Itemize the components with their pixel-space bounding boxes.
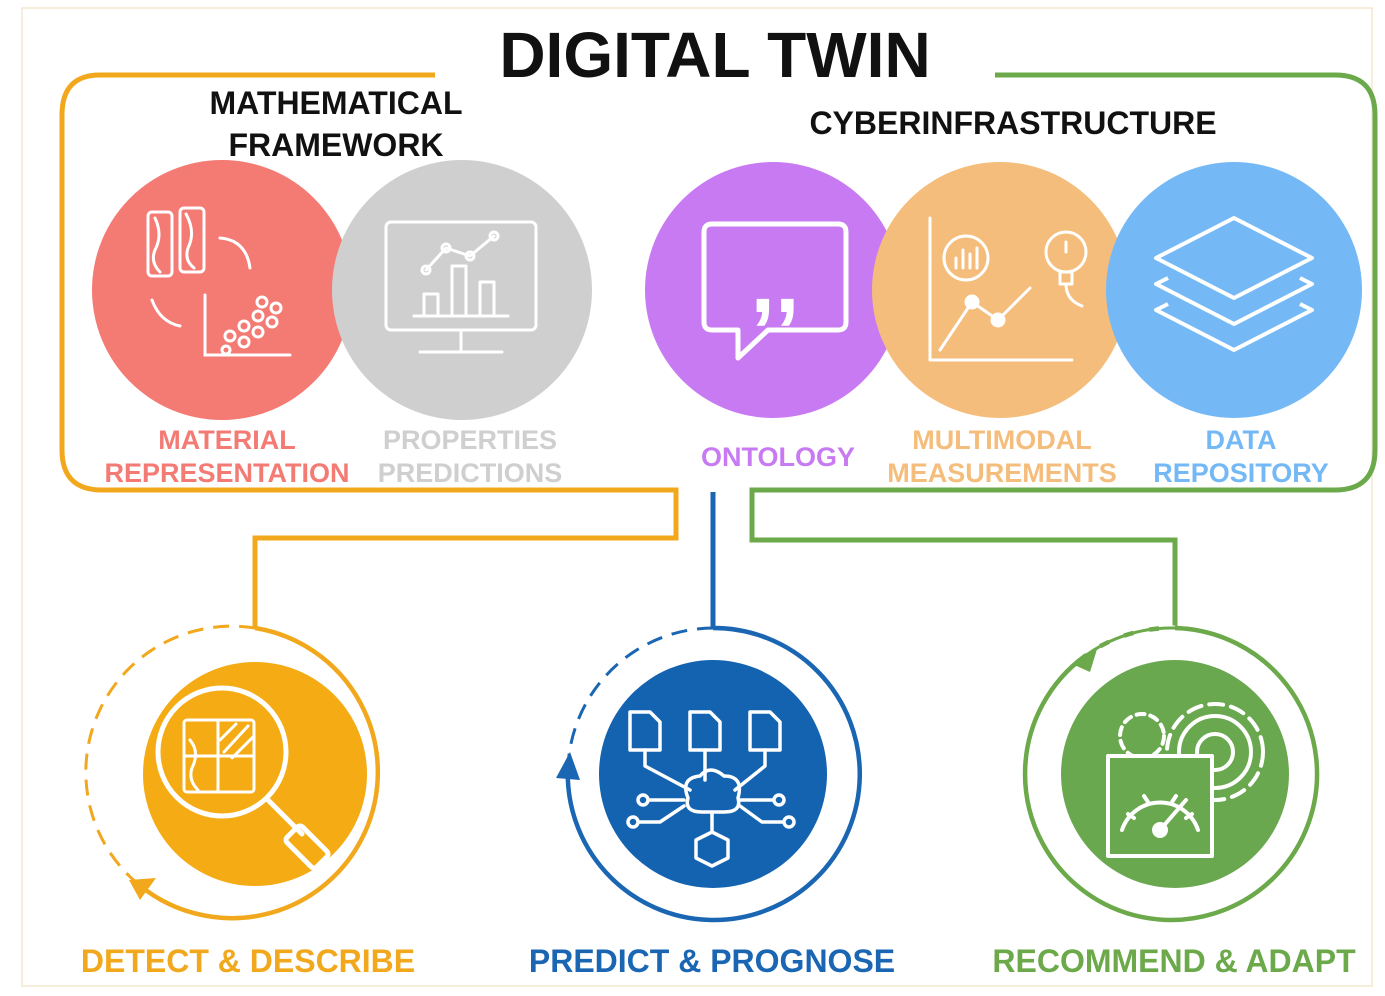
material-label-line2: REPRESENTATION [104,458,349,488]
detect-label: DETECT & DESCRIBE [81,943,415,979]
recommend-stage [1022,625,1320,923]
predict-circle [599,660,827,888]
predict-ring-solid [565,625,863,923]
cyber-group-label: CYBERINFRASTRUCTURE [809,105,1216,141]
math-group-label-line2: FRAMEWORK [228,127,443,163]
magnifier-icon [155,685,331,871]
data-repository-circle [1106,162,1362,418]
documents-brain-icon [626,710,796,868]
math-bracket-line [59,72,679,628]
multimodal-circle [872,162,1128,418]
data-label-line1: DATA [1206,425,1277,455]
recommend-ring-solid [1022,625,1320,923]
quote-bubble-icon: ,, [701,221,849,361]
ontology-label: ONTOLOGY [701,442,855,472]
detect-ring-solid [136,625,381,921]
detect-ring-dashed [84,624,256,886]
predict-stage [556,625,863,923]
multimodal-label-line2: MEASUREMENTS [887,458,1117,488]
monitor-chart-icon [384,220,538,354]
predict-ring-dashed [566,626,714,767]
properties-label-line1: PROPERTIES [383,425,557,455]
properties-label-line2: PREDICTIONS [378,458,563,488]
layers-icon [1154,216,1314,352]
page-title: DIGITAL TWIN [499,19,930,91]
predict-label: PREDICT & PROGNOSE [529,943,895,979]
measurement-chart-icon [928,216,1088,362]
multimodal-label-line1: MULTIMODAL [912,425,1091,455]
svg-text:,,: ,, [751,232,800,331]
math-group-label-line1: MATHEMATICAL [210,85,463,121]
outer-frame [21,7,1373,987]
properties-circle [332,160,592,420]
recommend-label: RECOMMEND & ADAPT [992,943,1356,979]
gear-gauge-icon [1106,702,1265,858]
detect-arrow-icon [129,878,156,900]
data-label-line2: REPOSITORY [1153,458,1329,488]
material-label-line1: MATERIAL [158,425,295,455]
cyber-bracket-line [749,72,1378,628]
material-scatter-icon [146,206,292,357]
material-circle [92,160,352,420]
predict-arrow-icon [556,752,580,780]
recommend-arrow-icon [1072,646,1098,672]
detect-stage [84,624,381,921]
